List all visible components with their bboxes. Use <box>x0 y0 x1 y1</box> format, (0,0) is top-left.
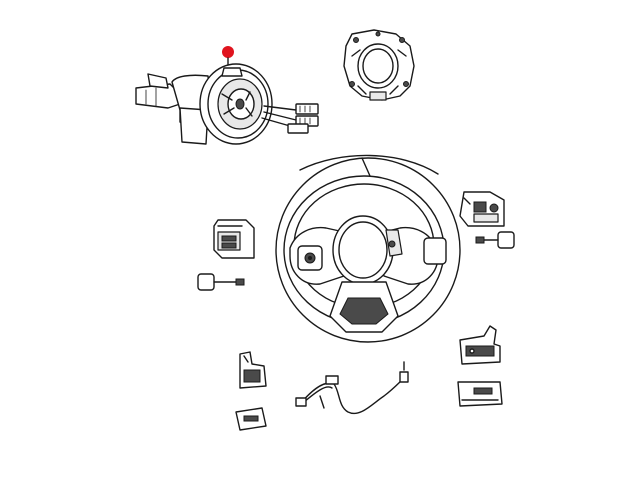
left-switch[interactable] <box>213 219 255 259</box>
right-switch[interactable] <box>459 191 505 227</box>
left-switch-jumper[interactable] <box>197 273 245 291</box>
right-switch-jumper[interactable] <box>475 231 515 249</box>
steering-column-control-module[interactable] <box>343 29 415 101</box>
right-switch-cover[interactable] <box>457 381 503 407</box>
left-switch-cover[interactable] <box>235 407 267 431</box>
wiring-harness[interactable] <box>295 361 409 415</box>
steering-wheel[interactable] <box>275 154 461 343</box>
clockspring-assembly[interactable] <box>135 63 319 145</box>
right-paddle-switch[interactable] <box>459 325 501 365</box>
left-paddle-switch[interactable] <box>239 351 267 389</box>
